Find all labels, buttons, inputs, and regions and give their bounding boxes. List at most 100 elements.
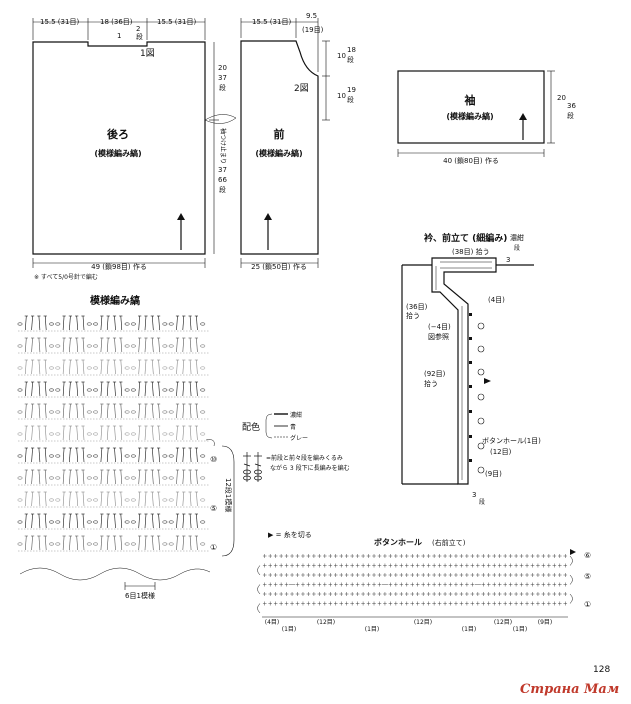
stitch-mark (114, 491, 116, 507)
stitch-mark (124, 498, 130, 502)
stitch-mark (38, 359, 41, 375)
stitch-mark (130, 476, 136, 480)
stitch-mark (106, 425, 109, 441)
stitch-mark (152, 337, 154, 353)
stitch-mark (76, 469, 78, 485)
stitch-mark (120, 513, 123, 529)
back-neck-rows-unit: 段 (136, 32, 143, 41)
back-outline (32, 41, 206, 255)
stitch-mark (17, 322, 23, 326)
stitch-mark (17, 498, 23, 502)
stitch-mark (25, 381, 27, 397)
stitch-mark (138, 381, 140, 397)
stitch-mark (182, 447, 185, 463)
stitch-mark (76, 447, 78, 463)
front-top-right-dim2: (19目) (302, 26, 324, 34)
stitch-repeat-label: 6目1模様 (125, 591, 155, 600)
stitch-mark (189, 513, 192, 529)
collar-buttonhole: ボタンホール(1目) (482, 436, 541, 445)
stitch-mark (162, 344, 168, 348)
stitch-mark (31, 403, 33, 419)
stitch-mark (49, 432, 54, 436)
stitch-mark (144, 447, 147, 463)
stitch-mark (200, 410, 206, 414)
stitch-mark (38, 491, 41, 507)
stitch-mark (189, 469, 192, 485)
stitch-mark (69, 337, 71, 353)
stitch-mark (189, 491, 192, 507)
stitch-mark (138, 359, 140, 375)
stitch-mark (114, 513, 116, 529)
stitch-mark (86, 388, 92, 392)
stitch-mark (189, 337, 192, 353)
stitch-mark (124, 410, 130, 414)
collar-bottom-rows-unit: 段 (479, 498, 485, 506)
back-neck-small: 1 (117, 32, 121, 40)
stitch-mark (93, 498, 99, 502)
sleeve-piece-diagram: 袖 (模様編み縞) 20 36 段 40 (鎖80目) 作る (397, 70, 576, 165)
stitch-mark (55, 476, 61, 480)
stitch-mark (17, 520, 23, 524)
stitch-mark (200, 520, 206, 524)
stitch-mark (55, 344, 61, 348)
stitch-mark (176, 403, 178, 419)
stitch-mark (44, 535, 47, 551)
buttonhole-chart: ▶ = 糸を切る ボタンホール (右前立て) ⑥ ⑤ ① (4目)(1目)(12… (257, 530, 591, 633)
instruction-line2: ながら 3 段下に長編みを編む (270, 464, 350, 472)
watermark: Страна Мам (520, 682, 619, 697)
stitch-mark (93, 366, 99, 370)
stitch-mark (120, 381, 123, 397)
stitch-mark (196, 469, 198, 485)
stitch-mark (31, 425, 33, 441)
stitch-chart-title: 模様編み縞 (90, 294, 140, 307)
stitch-mark (168, 322, 174, 326)
stitch-mark (162, 410, 168, 414)
stitch-mark (138, 535, 140, 551)
stitch-mark (86, 520, 92, 524)
stitch-mark (176, 491, 178, 507)
stitch-mark (55, 542, 61, 546)
sleeve-attach-mark: 袖つけ止まり (219, 128, 227, 164)
stitch-mark (100, 469, 103, 485)
stitch-mark (100, 403, 103, 419)
color-gray-label: グレー (290, 434, 308, 442)
stitch-mark (17, 410, 23, 414)
front-top-left-dim: 15.5 (31目) (252, 18, 291, 26)
stitch-mark (196, 425, 198, 441)
stitch-mark (130, 454, 136, 458)
stitch-mark (86, 454, 92, 458)
stitch-mark (152, 513, 154, 529)
stitch-mark (69, 425, 71, 441)
stitch-mark (62, 337, 65, 353)
stitch-mark (200, 344, 206, 348)
stitch-mark (93, 476, 99, 480)
stitch-mark (176, 381, 178, 397)
stitch-mark (130, 388, 136, 392)
needle-note: ※ すべて5/0号針で編む (34, 273, 98, 281)
stitch-mark (114, 535, 116, 551)
stitch-mark (17, 366, 23, 370)
stitch-mark (86, 432, 92, 436)
stitch-mark (120, 491, 123, 507)
collar-nine: (9目) (485, 470, 502, 478)
back-neck-rows: 2 (136, 25, 140, 33)
stitch-mark (38, 447, 41, 463)
stitch-mark (44, 469, 47, 485)
stitch-mark (182, 425, 185, 441)
stitch-mark (130, 366, 136, 370)
stitch-mark (130, 520, 136, 524)
bh-count-label: (12目) (414, 619, 432, 626)
stitch-mark (176, 359, 178, 375)
stitch-mark (76, 491, 78, 507)
stitch-mark (69, 535, 71, 551)
stitch-mark (25, 513, 27, 529)
stitch-mark (152, 403, 154, 419)
stitch-mark (86, 322, 92, 326)
stitch-mark (44, 315, 47, 331)
collar-pick-36: (36目) (406, 303, 428, 311)
stitch-mark (100, 337, 103, 353)
back-fig-label: 1図 (140, 48, 155, 59)
stitch-mark (162, 542, 168, 546)
sleeve-outline (397, 70, 545, 144)
stitch-mark (168, 432, 174, 436)
